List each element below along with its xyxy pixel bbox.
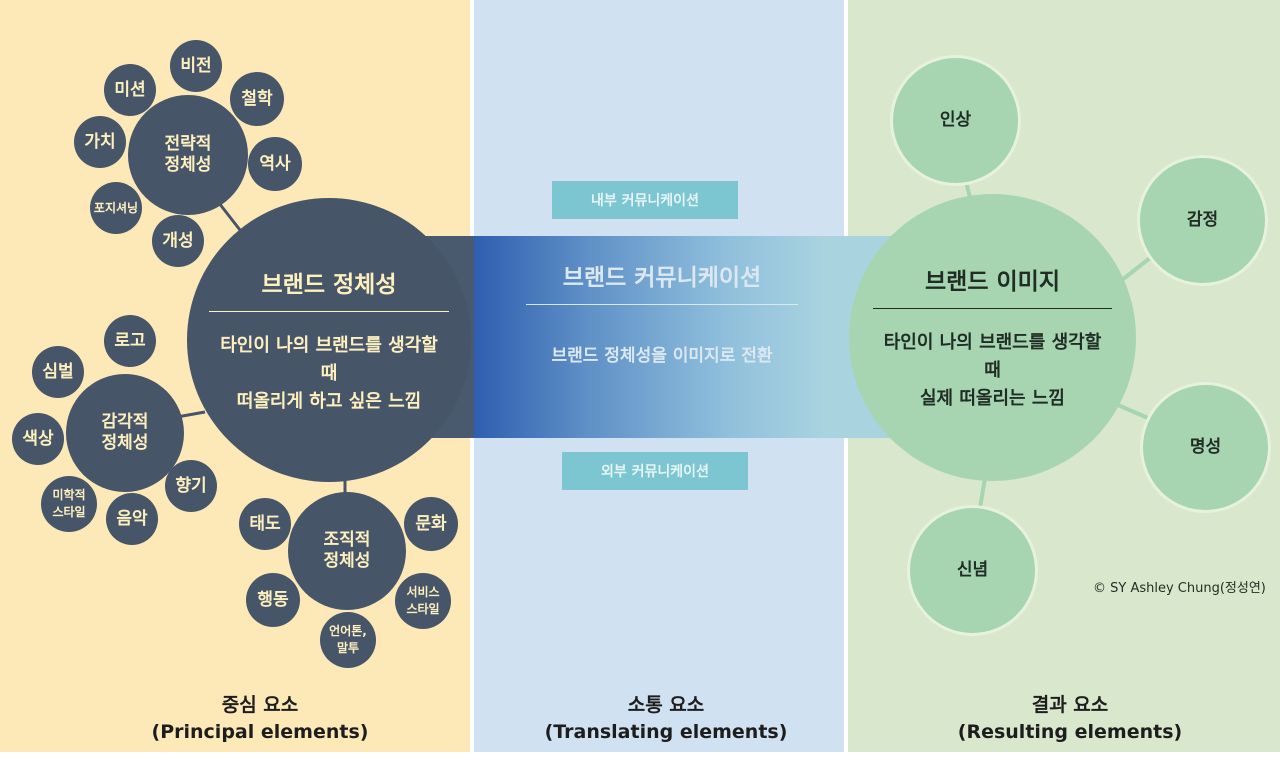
behavior-label: 행동 <box>257 589 289 610</box>
internal-communication-label: 내부 커뮤니케이션 <box>591 193 699 209</box>
strategic-label-1: 전략적 <box>164 134 212 154</box>
brand-identity-desc-1: 타인이 나의 브랜드를 생각할 때 <box>220 334 438 384</box>
translating-footer: 소통 요소 (Translating elements) <box>526 692 806 746</box>
vision-label: 비전 <box>180 55 212 76</box>
brand-image-divider <box>873 308 1112 309</box>
brand-identity-divider <box>209 310 449 312</box>
copyright-text: © SY Ashley Chung(정성연) <box>1093 581 1266 596</box>
value-label: 가치 <box>84 131 116 152</box>
scent-circle: 향기 <box>165 460 217 512</box>
resulting-footer-en: (Resulting elements) <box>957 721 1183 743</box>
translating-footer-ko: 소통 요소 <box>627 694 705 716</box>
emotion-label: 감정 <box>1186 210 1219 230</box>
emotion-circle: 감정 <box>1140 158 1265 283</box>
vision-circle: 비전 <box>170 40 222 92</box>
behavior-circle: 행동 <box>246 573 300 627</box>
music-label: 음악 <box>116 508 148 529</box>
symbol-circle: 심벌 <box>32 346 84 398</box>
resulting-footer: 결과 요소 (Resulting elements) <box>930 692 1210 746</box>
personality-label: 개성 <box>162 230 194 251</box>
scent-label: 향기 <box>175 475 207 496</box>
principal-footer-en: (Principal elements) <box>151 721 369 743</box>
logo-label: 로고 <box>114 330 146 351</box>
impression-circle: 인상 <box>893 58 1018 183</box>
symbol-label: 심벌 <box>42 361 74 382</box>
brand-communication-title: 브랜드 커뮤니케이션 <box>562 265 762 291</box>
communication-band <box>405 236 895 438</box>
sensory-label-2: 정체성 <box>101 433 149 453</box>
organizational-label-1: 조직적 <box>323 530 371 550</box>
service-style-circle: 서비스 스타일 <box>395 573 451 629</box>
brand-identity-title: 브랜드 정체성 <box>261 271 397 298</box>
culture-label: 문화 <box>415 513 447 534</box>
philosophy-circle: 철학 <box>230 72 284 126</box>
external-communication-label: 외부 커뮤니케이션 <box>601 464 709 480</box>
organizational-label-2: 정체성 <box>323 551 371 571</box>
brand-communication-desc: 브랜드 정체성을 이미지로 전환 <box>551 346 773 366</box>
mission-circle: 미션 <box>104 64 156 116</box>
logo-circle: 로고 <box>104 315 156 367</box>
belief-label: 신념 <box>956 560 989 580</box>
positioning-circle: 포지셔닝 <box>90 182 142 234</box>
brand-image-desc-1: 타인이 나의 브랜드를 생각할 때 <box>883 332 1102 381</box>
aesthetic-style-circle: 미학적 스타일 <box>41 476 97 532</box>
history-circle: 역사 <box>248 137 302 191</box>
principal-footer-ko: 중심 요소 <box>221 694 299 716</box>
brand-image-title: 브랜드 이미지 <box>925 269 1060 295</box>
brand-communication-divider <box>526 304 798 305</box>
history-label: 역사 <box>259 153 291 174</box>
positioning-label: 포지셔닝 <box>93 200 139 215</box>
mission-label: 미션 <box>114 79 146 100</box>
color-circle: 색상 <box>12 413 64 465</box>
tone-of-voice-circle: 언어톤, 말투 <box>320 612 376 668</box>
internal-communication-tag: 내부 커뮤니케이션 <box>552 181 738 219</box>
attitude-label: 태도 <box>249 513 281 534</box>
sensory-label-1: 감각적 <box>101 412 149 432</box>
philosophy-label: 철학 <box>241 88 273 109</box>
impression-label: 인상 <box>939 110 972 130</box>
brand-identity-desc-2: 떠올리게 하고 싶은 느낌 <box>236 390 422 412</box>
value-circle: 가치 <box>74 116 126 168</box>
attitude-circle: 태도 <box>239 498 291 550</box>
principal-footer: 중심 요소 (Principal elements) <box>120 692 400 746</box>
brand-image-desc-2: 실제 떠올리는 느낌 <box>919 388 1065 409</box>
reputation-circle: 명성 <box>1143 385 1268 510</box>
resulting-footer-ko: 결과 요소 <box>1031 694 1109 716</box>
tone-of-voice-label: 언어톤, 말투 <box>329 624 367 655</box>
translating-footer-en: (Translating elements) <box>544 721 788 743</box>
personality-circle: 개성 <box>152 215 204 267</box>
service-style-label: 서비스 스타일 <box>406 585 440 616</box>
culture-circle: 문화 <box>404 497 458 551</box>
reputation-label: 명성 <box>1189 437 1222 457</box>
external-communication-tag: 외부 커뮤니케이션 <box>562 452 748 490</box>
color-label: 색상 <box>22 428 54 449</box>
strategic-label-2: 정체성 <box>164 155 212 175</box>
brand-communication-block: 브랜드 커뮤니케이션 브랜드 정체성을 이미지로 전환 <box>520 258 804 366</box>
belief-circle: 신념 <box>910 508 1035 633</box>
aesthetic-style-label: 미학적 스타일 <box>52 488 86 519</box>
music-circle: 음악 <box>106 493 158 545</box>
